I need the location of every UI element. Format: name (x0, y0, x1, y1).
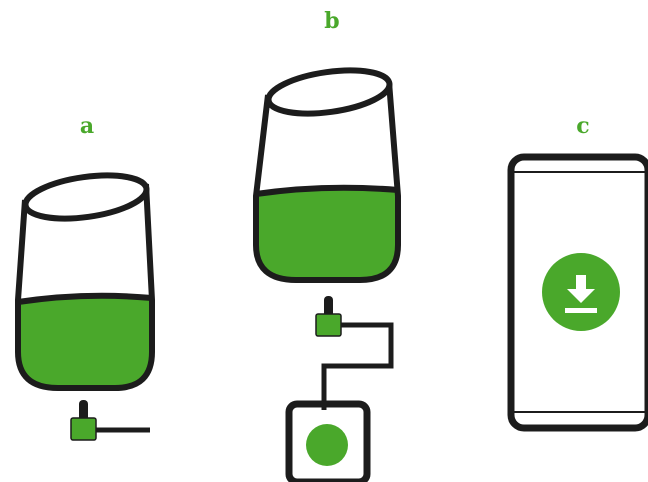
power-cable-b-icon (316, 296, 391, 410)
plug-a-icon (71, 400, 150, 440)
power-adapter-icon (289, 404, 367, 482)
download-icon (542, 253, 620, 331)
speaker-a-icon (18, 169, 152, 388)
speaker-b-icon (256, 64, 398, 280)
